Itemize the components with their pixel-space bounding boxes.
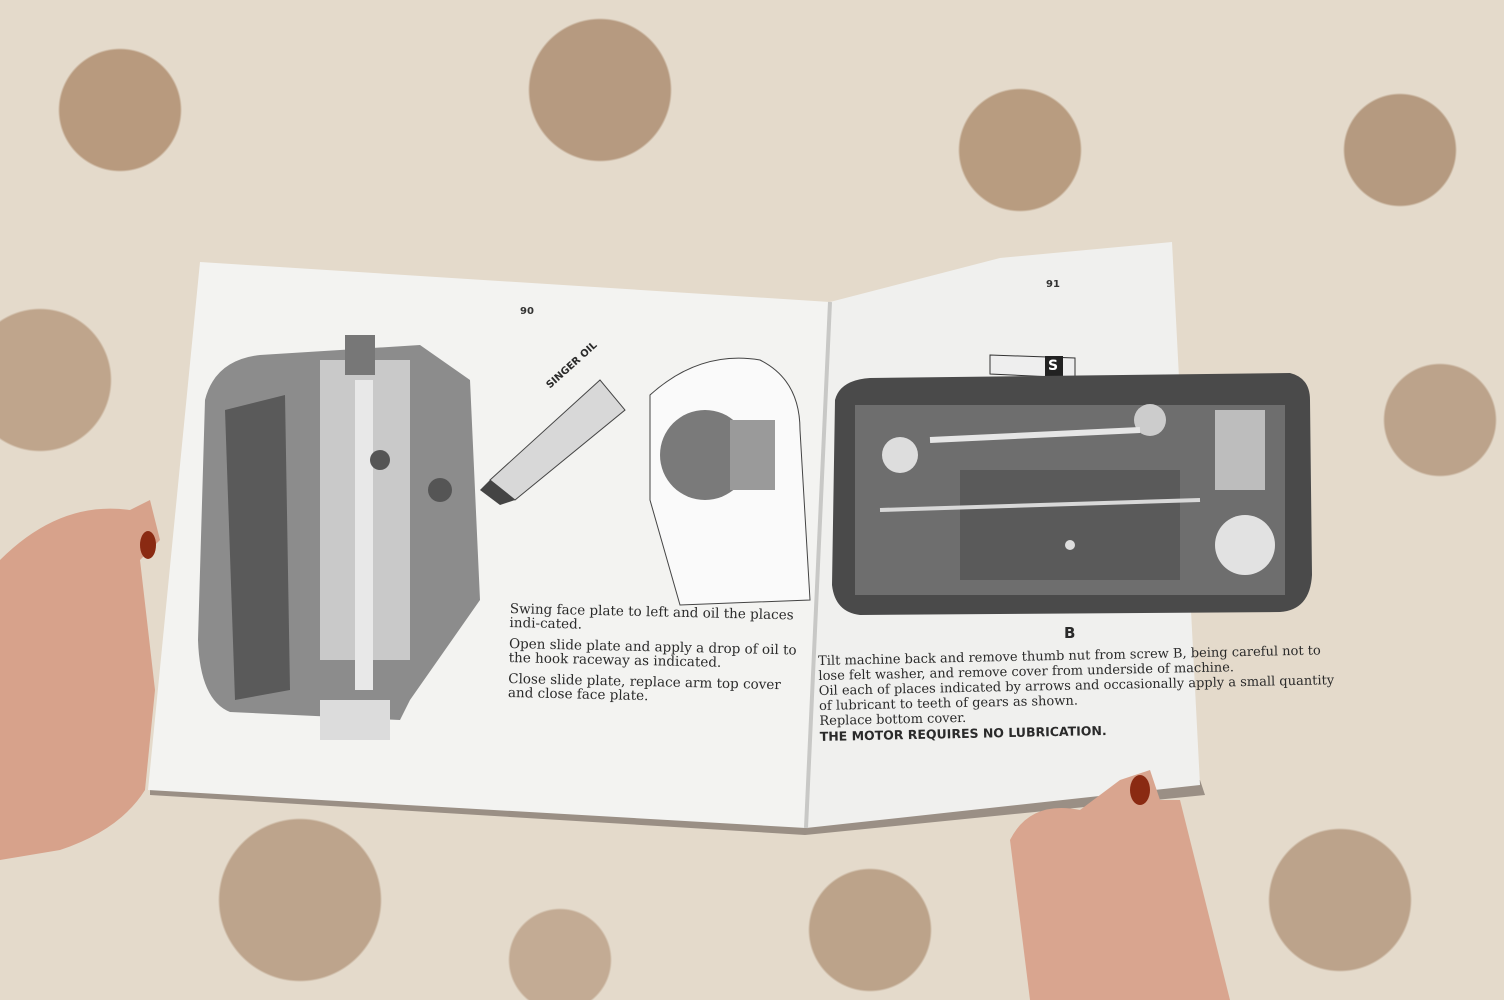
- right-page-instructions: Tilt machine back and remove thumb nut f…: [818, 643, 1335, 744]
- singer-oil-tube-icon: [480, 379, 626, 505]
- instruction-paragraph: Close slide plate, replace arm top cover…: [507, 671, 781, 705]
- book-edge-shadow: [150, 780, 1205, 835]
- instruction-paragraph: Open slide plate and apply a drop of oil…: [508, 636, 797, 671]
- machine-underside-illustration: [832, 373, 1312, 615]
- instruction-paragraph: Swing face plate to left and oil the pla…: [509, 602, 794, 633]
- hook-raceway-illustration: [649, 357, 811, 606]
- fingernail: [1130, 775, 1150, 805]
- left-page-instructions: Swing face plate to left and oil the pla…: [508, 602, 810, 714]
- page-number-right: 91: [1046, 279, 1060, 290]
- fingernail: [140, 531, 156, 559]
- sewing-machine-head-illustration: [198, 335, 480, 740]
- oil-tube-right-icon: [989, 354, 1076, 379]
- page-number-left: 90: [520, 306, 534, 317]
- book-spine: [804, 301, 832, 829]
- screw-b-label: B: [1064, 624, 1076, 642]
- right-hand: [1010, 770, 1230, 1000]
- left-hand: [0, 500, 160, 860]
- oil-tube-label-right: S: [1048, 358, 1059, 374]
